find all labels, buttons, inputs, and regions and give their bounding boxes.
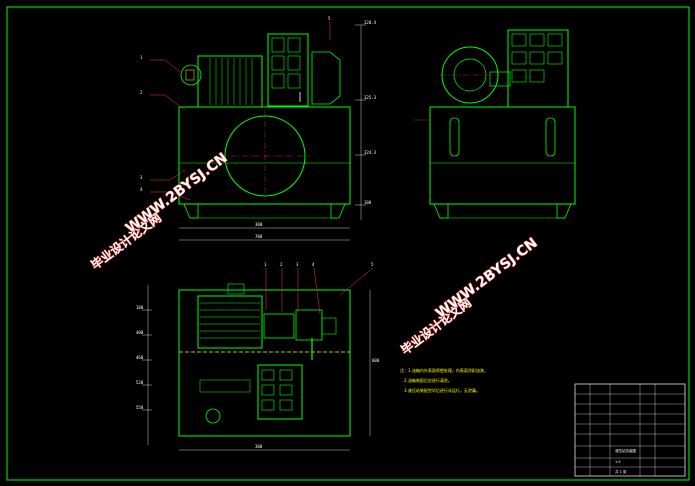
part-label-5: 5 bbox=[328, 16, 331, 21]
dim-top-width: 300 bbox=[255, 444, 263, 449]
valve-stack-side bbox=[507, 29, 569, 108]
dim-top-1: 180 bbox=[136, 305, 144, 310]
title-block-title: 液压站总装图 bbox=[615, 448, 636, 453]
top-view: 180 400 460 520 550 600 300 1 2 3 4 5 bbox=[136, 262, 380, 451]
note-line-1: 注：1.油箱内外表面喷塑处理，内表面涂耐油漆。 bbox=[400, 367, 488, 373]
dim-front-width-2: 700 bbox=[255, 234, 263, 239]
dim-front-width-1: 300 bbox=[255, 222, 263, 227]
title-block: 液压站总装图 1:5 共 1 张 bbox=[574, 383, 686, 477]
top-label-3: 3 bbox=[296, 262, 299, 267]
part-label-3: 3 bbox=[140, 175, 143, 180]
top-label-1: 1 bbox=[264, 262, 267, 267]
part-label-1: 1 bbox=[140, 55, 143, 60]
front-view: 320.4 325.3 324.3 100 300 700 1 2 3 4 5 bbox=[140, 16, 377, 241]
side-view bbox=[414, 29, 576, 219]
dim-front-height-4: 100 bbox=[364, 200, 372, 205]
part-label-4: 4 bbox=[140, 187, 143, 192]
watermark-1: 毕业设计论文网 WWW.2BYSJ.CN bbox=[87, 150, 231, 273]
title-block-scale: 1:5 bbox=[615, 460, 621, 464]
part-label-2: 2 bbox=[140, 90, 143, 95]
dim-front-height-3: 324.3 bbox=[364, 150, 377, 155]
title-block-sheet: 共 1 张 bbox=[615, 469, 627, 474]
valve-block-top bbox=[257, 364, 303, 420]
tank-body-top bbox=[178, 289, 351, 437]
dim-top-3: 460 bbox=[136, 355, 144, 360]
dim-top-2: 400 bbox=[136, 330, 144, 335]
note-line-3: 3.液压站装配完毕后进行试运行，无泄漏。 bbox=[404, 387, 480, 393]
note-line-2: 2.油箱装配后应进行清洗。 bbox=[404, 377, 452, 383]
dim-top-5: 550 bbox=[136, 405, 144, 410]
motor-front bbox=[197, 55, 263, 108]
technical-notes: 注：1.油箱内外表面喷塑处理，内表面涂耐油漆。 2.油箱装配后应进行清洗。 3.… bbox=[400, 367, 488, 393]
top-label-5: 5 bbox=[371, 262, 374, 267]
dim-front-overall-height: 320.4 bbox=[364, 20, 377, 25]
dim-top-4: 520 bbox=[136, 380, 144, 385]
watermark-2: 毕业设计论文网 WWW.2BYSJ.CN bbox=[397, 235, 541, 358]
drawing-border bbox=[6, 6, 690, 481]
dim-top-depth: 600 bbox=[372, 358, 380, 363]
top-label-4: 4 bbox=[312, 262, 315, 267]
valve-stack-front bbox=[267, 33, 309, 107]
motor-top bbox=[197, 295, 263, 349]
top-label-2: 2 bbox=[280, 262, 283, 267]
dim-front-height-2: 325.3 bbox=[364, 95, 377, 100]
tank-body-front bbox=[178, 106, 351, 205]
watermark-1-line-2: WWW.2BYSJ.CN bbox=[123, 150, 231, 237]
tank-body-side bbox=[429, 106, 576, 205]
watermark-2-line-2: WWW.2BYSJ.CN bbox=[433, 235, 541, 322]
